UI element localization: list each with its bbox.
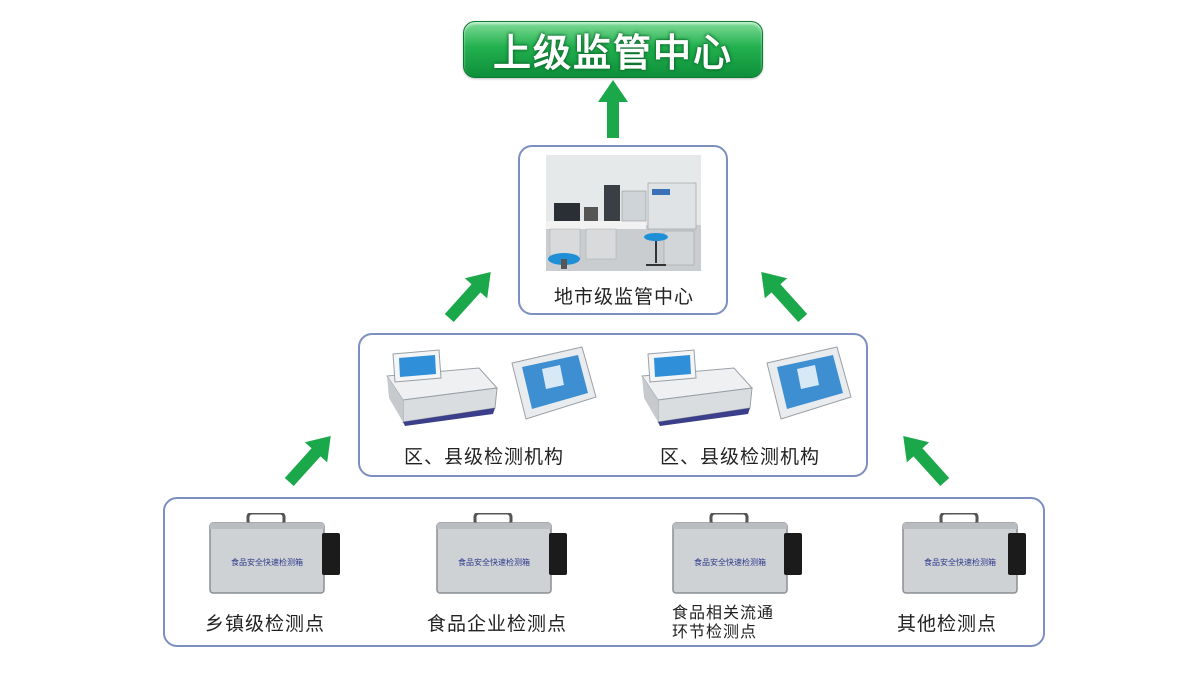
portable-analyzer-icon (549, 533, 567, 575)
tablet-device-icon (508, 343, 600, 429)
case-caption: 食品安全快速检测箱 (231, 557, 303, 567)
district-institution-label-left: 区、县级检测机构 (404, 446, 565, 468)
arrow-up-right-icon (442, 264, 498, 326)
arrow-up-left-icon (754, 264, 810, 326)
district-institution-label-right: 区、县级检测机构 (660, 446, 821, 468)
analyzer-device-icon (383, 348, 501, 430)
city-supervision-center-label: 地市级监管中心 (553, 286, 694, 308)
township-testing-point-label: 乡镇级检测点 (205, 613, 326, 635)
laboratory-photo (546, 155, 701, 271)
food-enterprise-testing-point-label: 食品企业检测点 (427, 613, 568, 635)
tablet-device-icon (763, 343, 855, 429)
top-supervision-center-banner: 上级监管中心 (463, 21, 763, 78)
portable-analyzer-icon (784, 533, 802, 575)
laboratory-illustration (546, 155, 701, 271)
case-caption: 食品安全快速检测箱 (458, 557, 530, 567)
analyzer-device-icon (638, 348, 756, 430)
testing-kit-case-icon: 食品安全快速检测箱 (208, 511, 326, 599)
testing-kit-case-icon: 食品安全快速检测箱 (901, 511, 1019, 599)
portable-analyzer-icon (1008, 533, 1026, 575)
arrow-up-left-icon (896, 428, 952, 490)
testing-kit-case-icon: 食品安全快速检测箱 (671, 511, 789, 599)
other-testing-point-label: 其他检测点 (897, 613, 998, 635)
portable-analyzer-icon (322, 533, 340, 575)
circulation-testing-point-label-line2: 环节检测点 (672, 622, 758, 641)
top-supervision-center-title: 上级监管中心 (492, 31, 733, 75)
arrow-up-icon (598, 80, 628, 138)
arrow-up-right-icon (282, 428, 338, 490)
case-caption: 食品安全快速检测箱 (924, 557, 996, 567)
circulation-testing-point-label-line1: 食品相关流通 (672, 603, 775, 622)
case-caption: 食品安全快速检测箱 (694, 557, 766, 567)
testing-kit-case-icon: 食品安全快速检测箱 (435, 511, 553, 599)
